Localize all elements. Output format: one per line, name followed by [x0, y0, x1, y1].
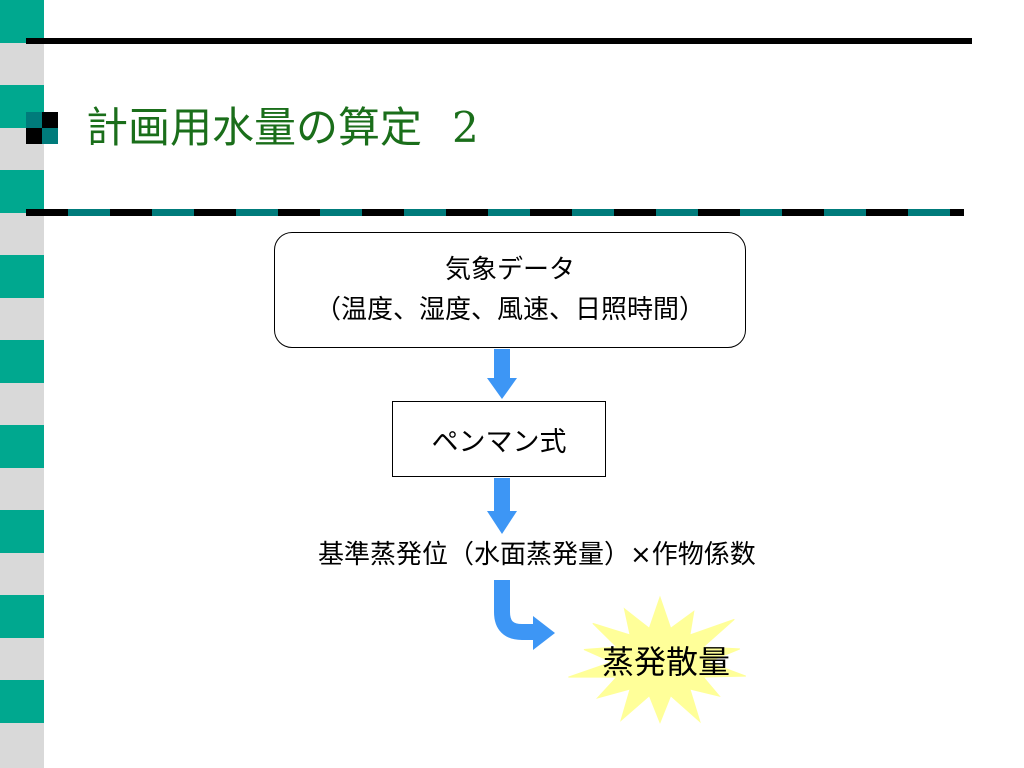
- stripe-tile: [0, 680, 44, 723]
- penman-method-box: ペンマン式: [392, 401, 606, 477]
- stripe-tile: [0, 425, 44, 468]
- square-bullet-icon: [26, 112, 58, 144]
- slide-title-text: 計画用水量の算定: [86, 103, 423, 152]
- weather-box-line2: （温度、湿度、風速、日照時間）: [314, 295, 705, 325]
- arrow-down-1: [487, 349, 517, 399]
- penman-method-label: ペンマン式: [431, 426, 567, 458]
- result-text: 蒸発散量: [601, 643, 730, 681]
- stripe-tile: [0, 255, 44, 298]
- dashed-rule: [26, 209, 964, 216]
- stripe-tile: [0, 0, 44, 43]
- arrow-down-2: [487, 478, 517, 534]
- stripe-tile: [0, 340, 44, 383]
- weather-data-box: 気象データ （温度、湿度、風速、日照時間）: [274, 232, 746, 348]
- stripe-tile: [0, 170, 44, 213]
- arrow-curved: [494, 580, 555, 650]
- stripe-tile: [0, 510, 44, 553]
- slide-title-number: 2: [452, 103, 479, 152]
- weather-box-line1: 気象データ: [444, 255, 575, 285]
- slide-title: 計画用水量の算定 2: [86, 100, 479, 156]
- stripe-tile: [0, 595, 44, 638]
- formula-text: 基準蒸発位（水面蒸発量）×作物係数: [318, 540, 756, 570]
- top-rule: [26, 38, 972, 44]
